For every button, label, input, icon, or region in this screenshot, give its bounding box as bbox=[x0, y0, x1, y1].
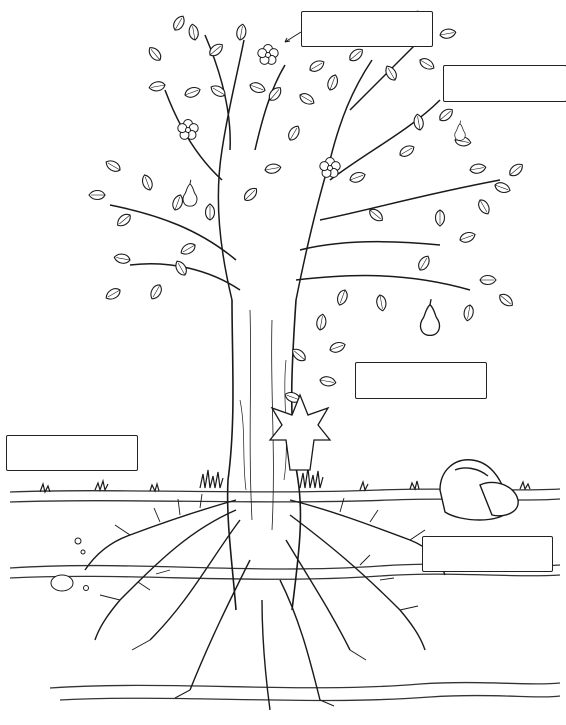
soil-layer-line bbox=[60, 696, 560, 701]
soil-lines bbox=[10, 489, 560, 700]
label-box-leaf[interactable] bbox=[355, 362, 487, 399]
branches bbox=[110, 35, 500, 300]
fruits bbox=[183, 121, 465, 336]
large-leaf bbox=[270, 395, 330, 470]
label-box-flower[interactable] bbox=[301, 11, 433, 47]
rock bbox=[440, 460, 518, 520]
label-box-fruit[interactable] bbox=[443, 65, 566, 102]
soil-layer-line bbox=[10, 574, 560, 579]
pointer-arrows bbox=[285, 32, 301, 42]
label-box-roots[interactable] bbox=[422, 536, 553, 572]
pebbles bbox=[51, 538, 89, 591]
roots bbox=[85, 494, 445, 710]
label-box-trunk[interactable] bbox=[6, 435, 138, 471]
soil-layer-line bbox=[50, 683, 560, 688]
